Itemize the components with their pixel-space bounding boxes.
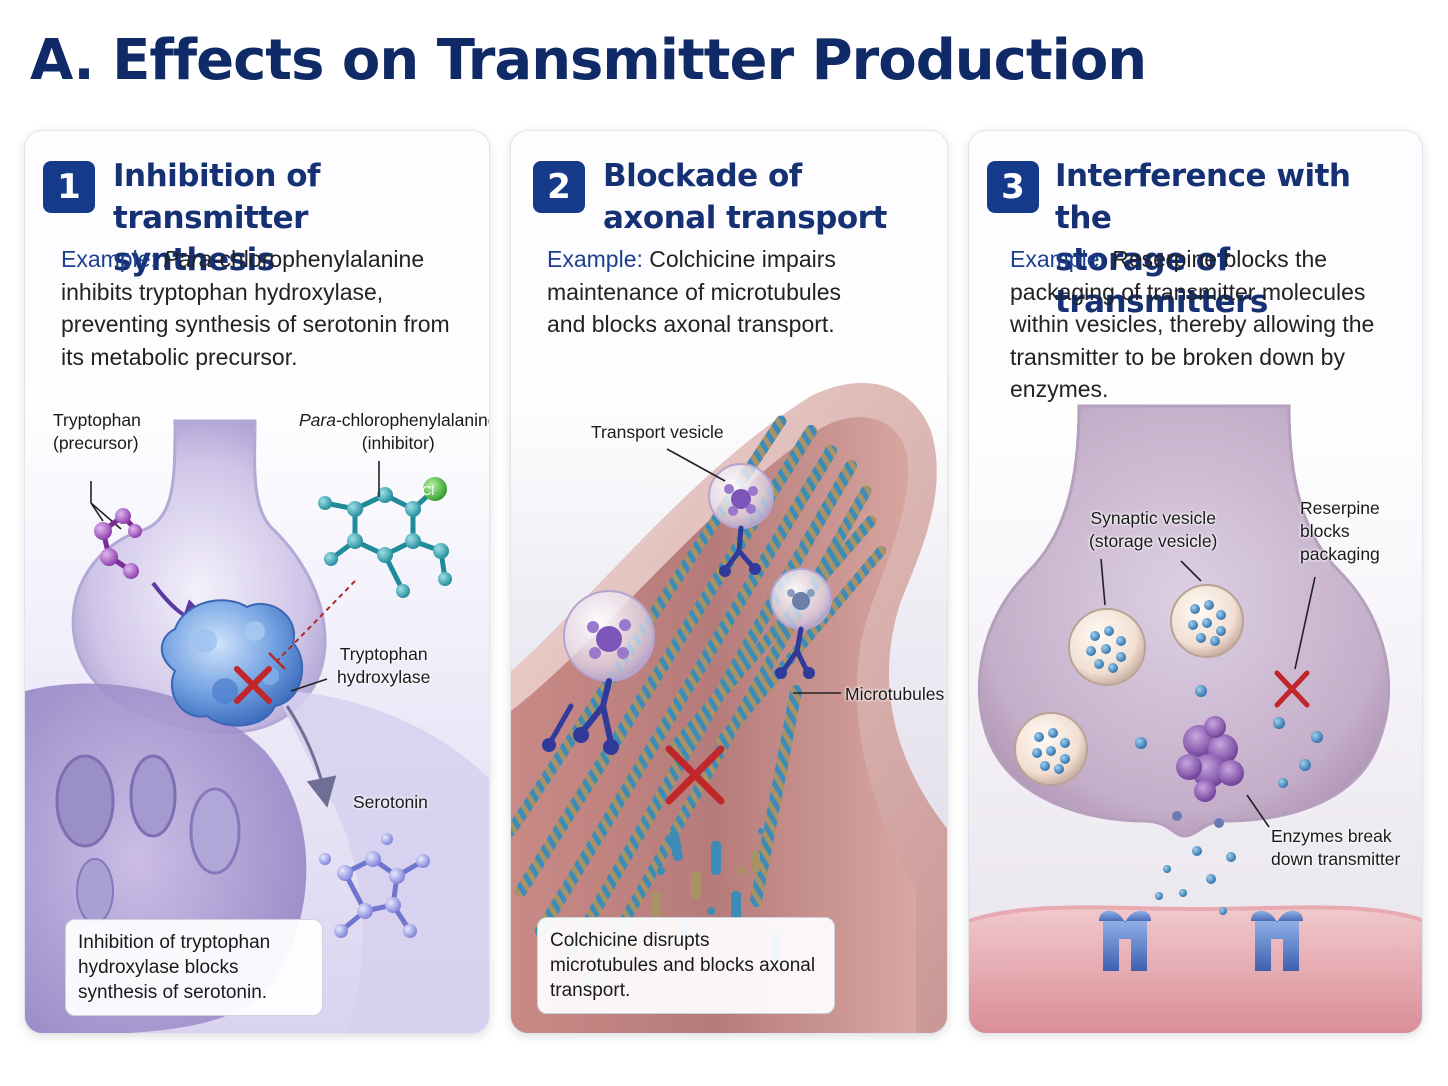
reserpine-pointer (1294, 576, 1316, 670)
example-description: Example: Reserpine blocks the packaging … (1010, 243, 1410, 406)
enzyme-block-mark (234, 666, 272, 704)
label-line: (inhibitor) (361, 433, 435, 453)
pcpa-molecule (318, 477, 452, 598)
panel-storage-interference: 3 Interference with the storage of trans… (968, 130, 1423, 1034)
enzymes-label: Enzymes break down transmitter (1271, 825, 1400, 871)
caption-box: Colchicine disrupts microtubules and blo… (537, 917, 835, 1014)
serotonin-molecule (319, 833, 430, 938)
example-italic: Para (163, 246, 212, 272)
enzyme-pointer (1246, 794, 1270, 828)
caption-box: Inhibition of tryptophan hydroxylase blo… (65, 919, 323, 1016)
tryptophan-label: Tryptophan (precursor) (53, 409, 141, 455)
serotonin-label: Serotonin (353, 792, 428, 812)
inhibitor-label: Para-chlorophenylalanine (inhibitor) (299, 409, 490, 455)
tryptophan-molecule (94, 508, 142, 579)
heading-line: transmitter synthesis (113, 200, 308, 278)
step-number-badge: 3 (987, 161, 1039, 213)
heading-line: storage of transmitters (1055, 242, 1268, 320)
label-line: Enzymes break (1271, 826, 1392, 846)
axon-illustration (511, 381, 947, 1033)
page-title: A. Effects on Transmitter Production (30, 28, 1147, 93)
transport-block-mark (665, 745, 725, 805)
heading-line: Blockade of (603, 158, 802, 194)
microtubules-label: Microtubules (845, 684, 945, 704)
tryptophan-hydroxylase-enzyme (160, 599, 304, 727)
vesicle-pointer (666, 448, 726, 482)
example-body: -chlorophenylalanine inhibits tryptophan… (61, 246, 450, 370)
panel-heading: Inhibition of transmitter synthesis (113, 155, 473, 281)
enzyme-label: Tryptophan hydroxylase (337, 643, 430, 689)
label-line: Tryptophan (339, 644, 428, 664)
vesicle-pointer (1100, 558, 1106, 606)
transport-vesicle-left (542, 590, 655, 755)
label-line: Reserpine (1300, 498, 1380, 518)
reserpine-label: Reserpine blocks packaging (1300, 497, 1380, 566)
label-line: (precursor) (53, 433, 139, 453)
chlorine-symbol: Cl (422, 483, 434, 498)
example-description: Example: Para-chlorophenylalanine inhibi… (61, 243, 471, 373)
heading-line: Interference with the (1055, 158, 1351, 236)
example-label: Example: (547, 246, 643, 272)
example-body: Reserpine blocks the packaging of transm… (1010, 246, 1375, 402)
synaptic-vesicle (1014, 712, 1088, 786)
tryptophan-pointer (90, 481, 122, 530)
example-body: Colchicine impairs maintenance of microt… (547, 246, 842, 337)
mitochondrion (55, 754, 115, 848)
label-italic: Para (299, 410, 336, 430)
heading-line: Inhibition of (113, 158, 321, 194)
transport-vesicle-right (770, 568, 832, 679)
step-number-badge: 1 (43, 161, 95, 213)
label-line: Synaptic vesicle (1090, 508, 1216, 528)
product-arrow (285, 705, 337, 808)
panel-synthesis-inhibition: Cl 1 Inhibitio (24, 130, 490, 1034)
example-label: Example: (1010, 246, 1106, 272)
packaging-block-mark (1274, 670, 1310, 708)
label-line: -chlorophenylalanine (335, 410, 490, 430)
enzyme-pointer (290, 678, 328, 692)
label-line: blocks (1300, 521, 1350, 541)
synaptic-vesicle (1068, 608, 1146, 686)
heading-line: axonal transport (603, 200, 887, 236)
synaptic-vesicle-label: Synaptic vesicle (storage vesicle) (1089, 507, 1217, 553)
label-line: (storage vesicle) (1089, 531, 1218, 551)
degrading-enzyme (1176, 716, 1244, 802)
label-line: Tryptophan (53, 410, 141, 430)
transport-vesicle-label: Transport vesicle (591, 422, 724, 442)
panel-heading: Blockade of axonal transport (603, 155, 947, 239)
inhibition-line (276, 580, 356, 662)
receptor-right (1251, 910, 1303, 971)
free-transmitter-molecules (1135, 685, 1323, 915)
terminal-illustration (969, 401, 1422, 1033)
postsynaptic-membrane (969, 907, 1422, 1033)
example-description: Example: Colchicine impairs maintenance … (547, 243, 877, 341)
example-label: Example: (61, 246, 157, 272)
label-line: down transmitter (1271, 849, 1401, 869)
label-line: hydroxylase (337, 667, 431, 687)
label-line: packaging (1300, 544, 1380, 564)
chlorine-atom (423, 477, 447, 501)
panel-heading: Interference with the storage of transmi… (1055, 155, 1415, 323)
synaptic-vesicle (1170, 584, 1244, 658)
receptor-left (1099, 910, 1151, 971)
step-number-badge: 2 (533, 161, 585, 213)
panel-axonal-transport: 2 Blockade of axonal transport Example: … (510, 130, 948, 1034)
transport-vesicle-top (708, 463, 774, 577)
